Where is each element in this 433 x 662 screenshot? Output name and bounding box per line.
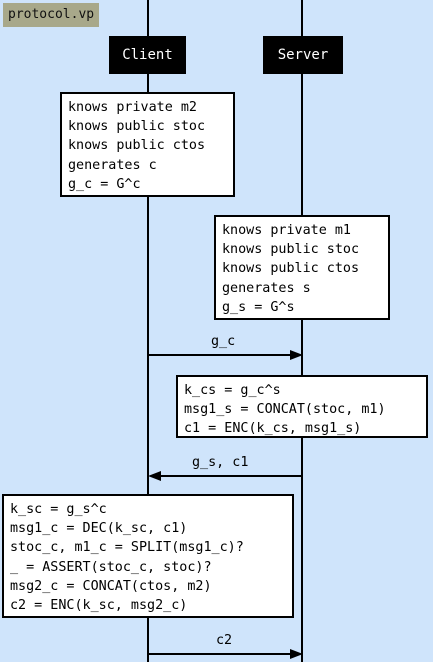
server-lifeline	[301, 0, 303, 662]
server-actor: Server	[263, 36, 343, 74]
client-init-line: generates c	[68, 157, 157, 173]
server-init-line: knows private m1	[222, 223, 351, 238]
client-compute-box: k_sc = g_s^c msg1_c = DEC(k_sc, c1) stoc…	[2, 494, 294, 618]
client-lifeline	[147, 0, 149, 662]
server-compute-line: c1 = ENC(k_cs, msg1_s)	[184, 421, 362, 437]
message-label-c2: c2	[216, 633, 233, 648]
message-arrow-g-c	[148, 350, 303, 360]
message-arrow-c2	[148, 649, 303, 659]
client-init-box: knows private m2 knows public stoc knows…	[60, 92, 235, 197]
client-compute-line: stoc_c, m1_c = SPLIT(msg1_c)?	[10, 540, 244, 556]
client-actor: Client	[109, 36, 186, 74]
message-label-g-s-c1: g_s, c1	[192, 455, 249, 470]
server-init-line: g_s = G^s	[222, 299, 295, 315]
client-init-line: knows public ctos	[68, 138, 206, 154]
server-compute-line: k_cs = g_c^s	[184, 383, 281, 398]
client-compute-line: _ = ASSERT(stoc_c, stoc)?	[10, 559, 212, 575]
client-compute-line: msg1_c = DEC(k_sc, c1)	[10, 521, 188, 537]
server-compute-line: msg1_s = CONCAT(stoc, m1)	[184, 402, 386, 418]
client-init-line: knows public stoc	[68, 119, 206, 135]
client-init-line: g_c = G^c	[68, 176, 141, 192]
client-compute-line: c2 = ENC(k_sc, msg2_c)	[10, 598, 188, 614]
server-init-line: generates s	[222, 280, 311, 296]
client-init-line: knows private m2	[68, 100, 197, 115]
file-tag: protocol.vp	[3, 3, 100, 27]
server-init-line: knows public stoc	[222, 242, 360, 258]
client-compute-line: msg2_c = CONCAT(ctos, m2)	[10, 578, 212, 594]
client-compute-line: k_sc = g_s^c	[10, 502, 107, 517]
server-compute-box: k_cs = g_c^s msg1_s = CONCAT(stoc, m1) c…	[176, 375, 428, 438]
server-init-box: knows private m1 knows public stoc knows…	[214, 215, 390, 320]
message-arrow-g-s-c1	[148, 471, 302, 481]
server-init-line: knows public ctos	[222, 261, 360, 277]
message-label-g-c: g_c	[211, 334, 236, 349]
